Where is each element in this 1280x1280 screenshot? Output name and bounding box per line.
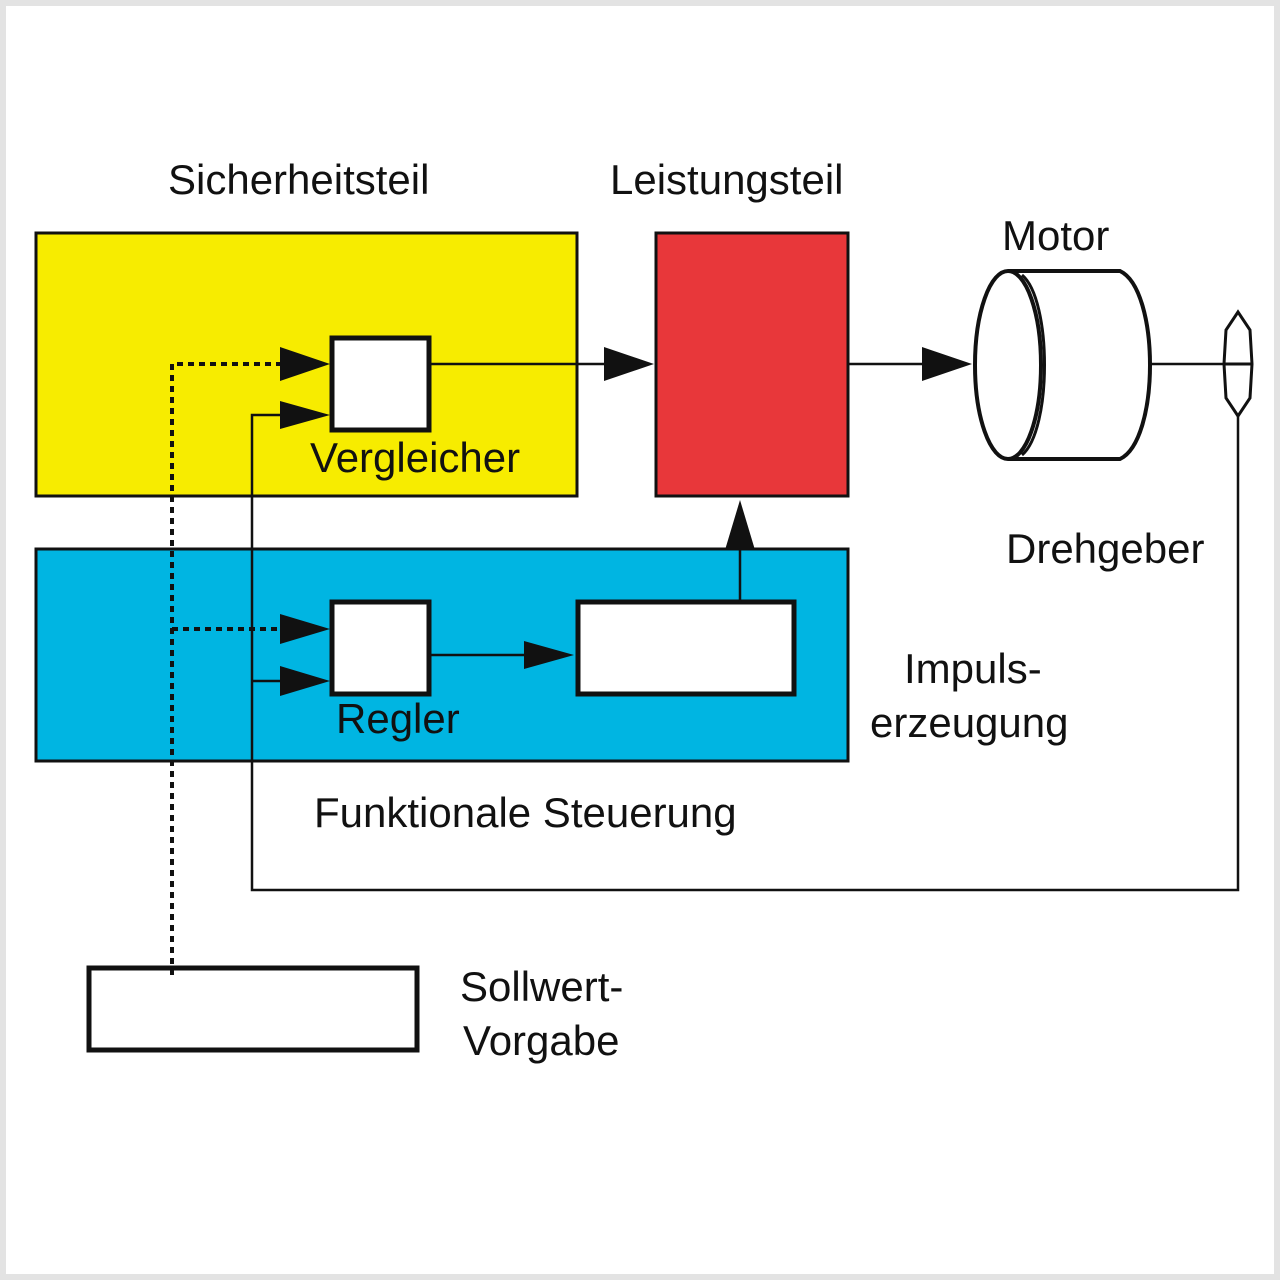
label-regler: Regler <box>336 695 460 742</box>
arrow-head <box>280 401 330 429</box>
pulse-generation-box <box>575 599 797 697</box>
arrowheads <box>280 347 972 696</box>
arrow-head <box>604 347 654 381</box>
solid-connections <box>250 362 1248 892</box>
motor-icon <box>973 269 1152 461</box>
label-drehgeber: Drehgeber <box>1006 525 1204 572</box>
arrow-head <box>524 641 574 669</box>
encoder-icon <box>1222 309 1254 419</box>
arrow-head <box>280 347 330 381</box>
label-funktionale-steuerung: Funktionale Steuerung <box>314 789 737 836</box>
label-leistungsteil: Leistungsteil <box>610 156 843 203</box>
label-impuls-line2: erzeugung <box>870 699 1069 746</box>
arrow-head <box>280 666 330 696</box>
controller-box <box>329 599 432 697</box>
arrow-head <box>922 347 972 381</box>
dashed-connections <box>170 362 280 975</box>
comparator-box <box>329 335 432 433</box>
label-impuls-line1: Impuls- <box>904 645 1042 692</box>
power-block <box>654 231 850 498</box>
label-sollwert-line1: Sollwert- <box>460 963 623 1010</box>
arrow-head <box>280 614 330 644</box>
label-sicherheitsteil: Sicherheitsteil <box>168 156 429 203</box>
label-motor: Motor <box>1002 212 1109 259</box>
arrow-head <box>725 500 755 550</box>
setpoint-box <box>86 965 420 1053</box>
encoder-feedback-line <box>250 390 1240 892</box>
label-vergleicher: Vergleicher <box>310 434 520 481</box>
setpoint-to-comparator-line <box>170 362 280 975</box>
label-sollwert-line2: Vorgabe <box>463 1017 619 1064</box>
